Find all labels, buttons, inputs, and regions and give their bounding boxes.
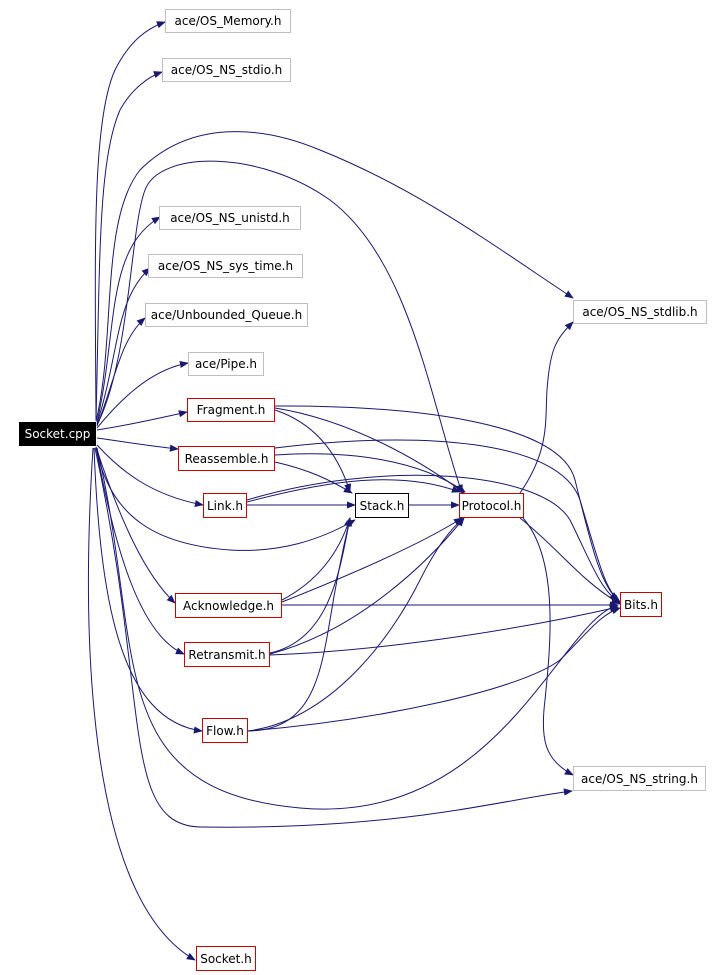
edge-socket-to-os-ns-stdio bbox=[95, 71, 163, 421]
edge-reassemble-to-stack bbox=[274, 461, 353, 494]
edge-fragment-to-stack bbox=[274, 409, 352, 493]
edge-acknowledge-to-stack bbox=[281, 517, 352, 601]
edge-socket-to-protocol-top bbox=[96, 160, 463, 494]
edge-retransmit-to-bits bbox=[269, 605, 619, 656]
node-ace-os-ns-stdlib[interactable]: ace/OS_NS_stdlib.h bbox=[573, 300, 707, 324]
node-ace-os-ns-stdio[interactable]: ace/OS_NS_stdio.h bbox=[162, 58, 291, 82]
edge-protocol-to-bits bbox=[519, 517, 621, 605]
edge-socket-to-os-memory bbox=[94, 21, 166, 419]
edge-socket-to-fragment bbox=[96, 410, 188, 431]
node-ace-os-ns-unistd[interactable]: ace/OS_NS_unistd.h bbox=[159, 206, 301, 230]
edge-socket-to-os-ns-unistd bbox=[96, 216, 161, 423]
edge-socket-to-pipe bbox=[96, 360, 189, 429]
node-ace-os-ns-sys-time[interactable]: ace/OS_NS_sys_time.h bbox=[148, 254, 303, 278]
node-bits-h[interactable]: Bits.h bbox=[620, 592, 662, 617]
node-ace-os-ns-string[interactable]: ace/OS_NS_string.h bbox=[573, 766, 706, 791]
node-reassemble-h[interactable]: Reassemble.h bbox=[178, 446, 275, 471]
node-stack-h[interactable]: Stack.h bbox=[355, 493, 409, 518]
edge-socket-to-retransmit bbox=[95, 446, 185, 655]
edge-acknowledge-to-protocol bbox=[281, 517, 463, 603]
node-ace-os-memory[interactable]: ace/OS_Memory.h bbox=[165, 9, 291, 33]
edge-socket-to-stack bbox=[95, 446, 356, 551]
node-socket-cpp: Socket.cpp bbox=[19, 422, 96, 446]
edge-flow-to-protocol bbox=[247, 517, 465, 732]
edge-socket-to-os-ns-string bbox=[94, 447, 573, 828]
edge-link-to-protocol bbox=[246, 479, 461, 503]
edge-reassemble-to-bits bbox=[274, 439, 621, 603]
node-flow-h[interactable]: Flow.h bbox=[202, 718, 248, 743]
edge-socket-to-bits bbox=[96, 447, 619, 810]
node-socket-h[interactable]: Socket.h bbox=[196, 946, 256, 971]
edge-retransmit-to-protocol bbox=[269, 517, 465, 655]
edge-socket-to-socket-h bbox=[88, 447, 196, 961]
edge-flow-to-bits bbox=[247, 607, 621, 732]
edge-socket-to-unbounded-queue bbox=[96, 317, 146, 427]
edge-protocol-to-os-ns-string bbox=[522, 517, 574, 776]
edge-socket-to-flow bbox=[93, 447, 203, 734]
node-protocol-h[interactable]: Protocol.h bbox=[459, 493, 524, 518]
node-ace-unbounded-queue[interactable]: ace/Unbounded_Queue.h bbox=[145, 303, 308, 327]
node-retransmit-h[interactable]: Retransmit.h bbox=[184, 642, 270, 667]
edge-reassemble-to-protocol bbox=[274, 453, 466, 493]
edge-socket-to-link bbox=[96, 444, 204, 508]
node-fragment-h[interactable]: Fragment.h bbox=[187, 398, 275, 422]
node-link-h[interactable]: Link.h bbox=[203, 493, 247, 518]
edge-socket-to-reassemble bbox=[96, 437, 179, 452]
edge-socket-to-os-ns-sys-time bbox=[96, 267, 151, 425]
edge-socket-to-os-ns-stdlib bbox=[95, 131, 574, 422]
edge-link-to-bits bbox=[246, 474, 621, 604]
edge-fragment-to-bits bbox=[274, 405, 619, 601]
edge-socket-to-acknowledge bbox=[95, 446, 176, 604]
edge-protocol-to-os-ns-stdlib bbox=[519, 321, 574, 494]
edges bbox=[88, 21, 621, 961]
node-ace-pipe[interactable]: ace/Pipe.h bbox=[188, 352, 264, 376]
edge-retransmit-to-stack bbox=[269, 517, 353, 654]
node-acknowledge-h[interactable]: Acknowledge.h bbox=[175, 593, 282, 618]
